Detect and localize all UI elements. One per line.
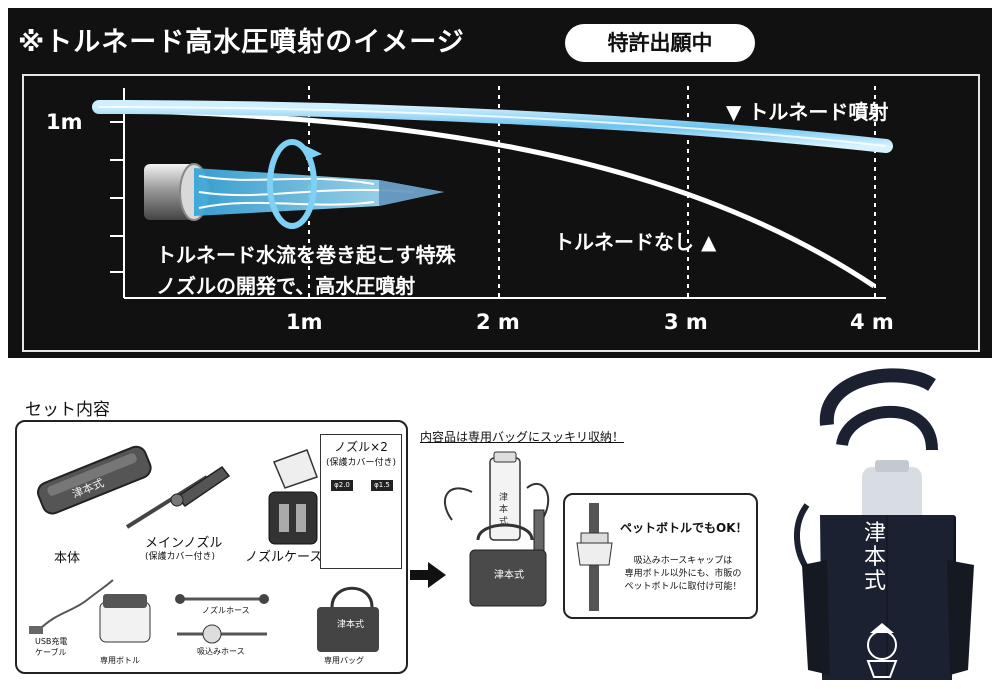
suction-hose-illustration <box>177 624 267 644</box>
pet-box-title: ペットボトルでもOK！ <box>620 521 748 535</box>
pet-bottle-compatibility-box: ペットボトルでもOK！ 吸込みホースキャップは 専用ボトル以外にも、市販の ペッ… <box>563 493 758 619</box>
label-bottle: 専用ボトル <box>100 656 140 665</box>
set-contents-title: セット内容 <box>25 400 110 420</box>
bag-maker-logo: Hapeko <box>868 685 894 693</box>
nozzle-phi-2-0: φ2.0 <box>331 480 353 491</box>
bag-print-char-2: 本 <box>863 545 886 570</box>
svg-text:津: 津 <box>499 492 508 503</box>
packed-bag-illustration: 津 本 式 津本式 <box>443 451 550 607</box>
label-nozzle-case: ノズルケース <box>245 550 323 565</box>
spray-diagram <box>92 86 893 299</box>
nozzle-case-illustration <box>268 449 318 545</box>
pet-box-line2: 専用ボトル以外にも、市販の <box>624 569 742 579</box>
y-tick-1m: 1m <box>46 110 83 134</box>
bag-print-brand: 津 本 式 <box>850 522 900 594</box>
hose-cap-illustration <box>576 503 613 611</box>
bag-print-char-3: 式 <box>863 569 886 594</box>
nozzle-card: ノズル×2 (保護カバー付き) φ2.0 φ1.5 <box>320 434 402 569</box>
tornado-spray-label: ▼ トルネード噴射 <box>726 100 889 124</box>
label-main-nozzle-note: (保護カバー付き) <box>145 552 216 562</box>
bag-print-char-1: 津 <box>863 521 886 546</box>
bag-illustration: 津本式 <box>317 586 379 652</box>
patent-pending-badge: 特許出願中 <box>565 24 755 62</box>
nozzle-description-line1: トルネード水流を巻き起こす特殊 <box>156 243 456 267</box>
label-usb-cable-line2: ケーブル <box>35 648 67 657</box>
product-bag-photo: Hapeko <box>794 368 974 693</box>
main-nozzle-illustration <box>125 465 231 529</box>
tornado-illustration-panel: ※トルネード高水圧噴射のイメージ 特許出願中 <box>8 8 992 358</box>
spray-diagram-frame: 1m 1m 2 m 3 m 4 m ▼ トルネード噴射 トルネードなし ▲ トル… <box>22 74 980 352</box>
nozzle-card-title: ノズル×2 <box>334 440 388 454</box>
x-tick-3m: 3 m <box>664 310 708 334</box>
svg-text:式: 式 <box>499 515 508 527</box>
storage-note: 内容品は専用バッグにスッキリ収納！ <box>420 430 625 444</box>
nozzle-card-note: (保護カバー付き) <box>325 458 397 468</box>
svg-text:津本式: 津本式 <box>337 618 364 630</box>
label-nozzle-hose: ノズルホース <box>202 606 250 615</box>
pet-box-line1: 吸込みホースキャップは <box>633 556 733 566</box>
svg-text:本: 本 <box>499 503 508 515</box>
bottle-illustration <box>99 594 151 643</box>
x-tick-1m: 1m <box>286 310 323 334</box>
set-contents-box: 津本式 <box>15 420 408 674</box>
nozzle-phi-1-5: φ1.5 <box>371 480 393 491</box>
label-main-unit: 本体 <box>54 551 81 566</box>
label-usb-cable-line1: USB充電 <box>35 637 68 646</box>
usb-cable-illustration <box>38 579 114 631</box>
pet-box-line3: ペットボトルに取付け可能！ <box>624 582 742 592</box>
main-unit-illustration: 津本式 <box>37 445 152 515</box>
label-main-nozzle: メインノズル <box>145 536 223 551</box>
arrow-right-icon <box>410 562 446 588</box>
label-suction-hose: 吸込みホース <box>197 647 245 656</box>
nozzle-description: トルネード水流を巻き起こす特殊 ノズルの開発で、高水圧噴射 <box>156 240 456 302</box>
no-tornado-label: トルネードなし ▲ <box>554 230 717 254</box>
x-tick-2m: 2 m <box>476 310 520 334</box>
label-bag: 専用バッグ <box>324 656 364 665</box>
nozzle-jet-illustration <box>144 139 444 229</box>
panel-title: ※トルネード高水圧噴射のイメージ <box>18 27 465 58</box>
svg-text:津本式: 津本式 <box>494 568 524 581</box>
x-tick-4m: 4 m <box>850 310 894 334</box>
nozzle-description-line2: ノズルの開発で、高水圧噴射 <box>156 274 416 298</box>
nozzle-hose-illustration <box>175 594 269 604</box>
